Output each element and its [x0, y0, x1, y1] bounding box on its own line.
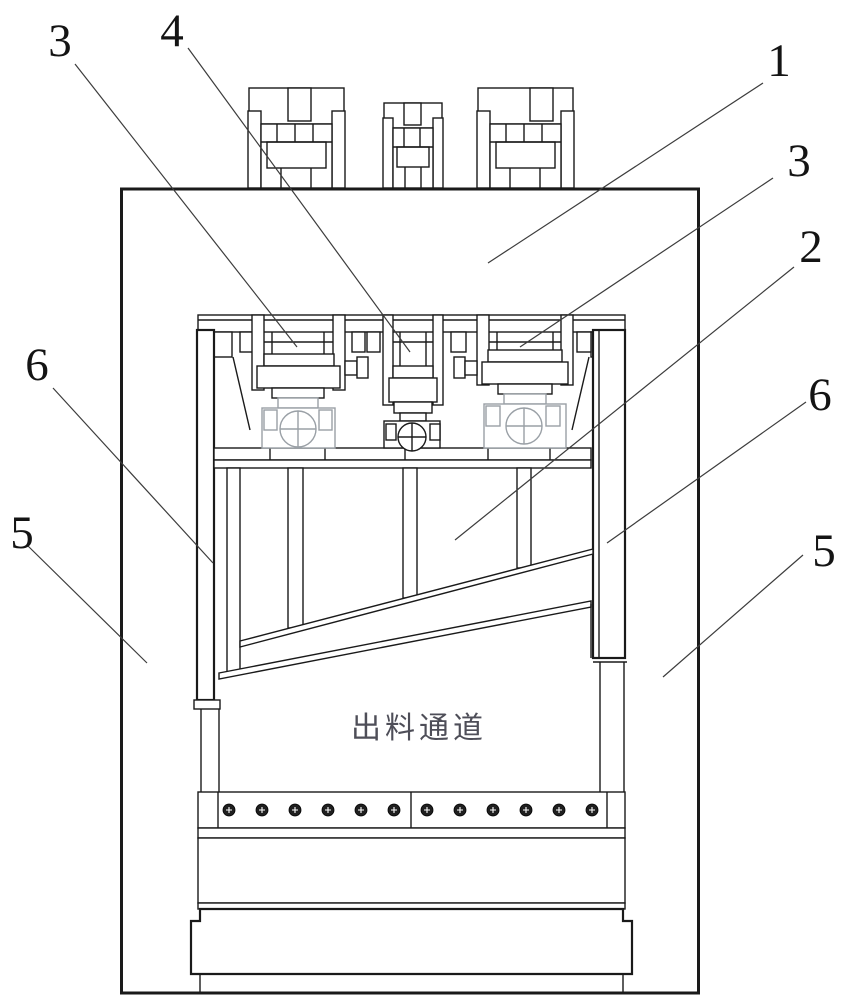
leader-3-right [519, 177, 774, 348]
base-block [189, 907, 634, 976]
ball-valve-middle [383, 401, 441, 452]
callout-4: 4 [160, 5, 184, 57]
leader-2 [454, 266, 795, 541]
base-section [189, 827, 634, 992]
ball-valve-left [261, 397, 336, 449]
outer-frame [120, 187, 700, 995]
discharge-channel-label: 出料通道 [351, 711, 487, 746]
callout-3-top-left: 3 [48, 15, 72, 67]
callout-1: 1 [767, 35, 791, 87]
callout-5-left: 5 [10, 507, 34, 559]
leader-lines [26, 47, 807, 678]
leader-3-top-left [74, 63, 298, 348]
leader-5-left [26, 544, 148, 664]
callout-5-right: 5 [812, 525, 836, 577]
top-cylinder-right [476, 87, 575, 189]
leader-6-left [52, 387, 214, 564]
leader-4 [187, 47, 411, 353]
callouts: 3 4 1 3 2 6 5 6 5 [10, 5, 836, 577]
leader-1 [487, 82, 764, 264]
leader-5-right [662, 554, 804, 678]
top-cylinder-middle [382, 102, 444, 189]
inner-cylinder-right [476, 314, 574, 395]
callout-6-left: 6 [25, 339, 49, 391]
inner-cylinder-left [251, 314, 346, 399]
chamber-ribs-and-slide [218, 467, 594, 680]
rib-1 [287, 467, 304, 629]
callout-6-right: 6 [808, 369, 832, 421]
side-nozzle-left [344, 356, 369, 379]
support-shelf [213, 447, 592, 469]
side-plate-right [591, 328, 627, 792]
slide-plate-lower [218, 600, 592, 680]
leader-6-right [606, 401, 807, 544]
side-nozzle-right [453, 356, 478, 379]
slide-plate-upper [239, 548, 594, 648]
left-lining-rib [226, 467, 241, 673]
rib-3 [516, 467, 532, 569]
rib-2 [402, 467, 418, 599]
bolt-row [197, 791, 626, 829]
side-plate-left [193, 328, 221, 792]
ball-valve-right [483, 393, 567, 449]
callout-2: 2 [799, 221, 823, 273]
inner-cylinder-middle [382, 314, 444, 406]
callout-3-right: 3 [787, 135, 811, 187]
top-cylinder-left [247, 87, 346, 189]
